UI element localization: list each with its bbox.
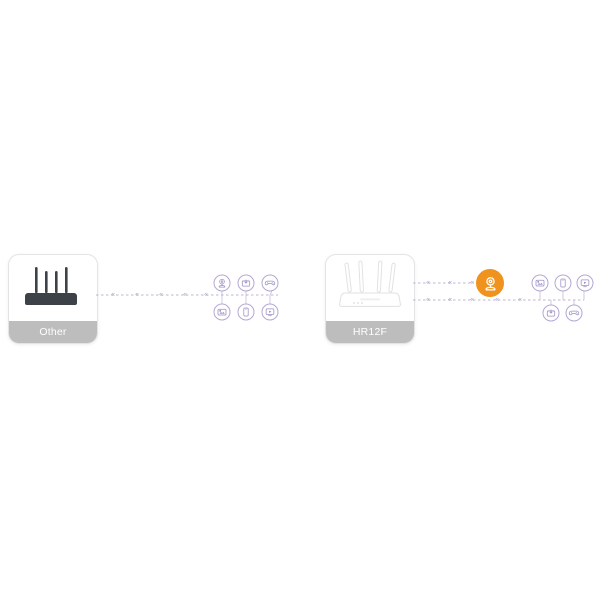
device-label-hr12f: HR12F	[326, 321, 414, 343]
camera-icon	[218, 278, 226, 288]
router-illustration-other	[9, 255, 97, 321]
flow-chevron: «	[447, 295, 453, 304]
nas-icon	[546, 309, 556, 317]
client-node-tv-box[interactable]	[576, 274, 594, 292]
flow-chevron: «	[447, 278, 453, 287]
client-node-set-top-box[interactable]	[261, 303, 279, 321]
client-node-ip-camera-selected[interactable]	[476, 269, 504, 297]
device-card-hr12f[interactable]: HR12F	[325, 254, 415, 344]
client-node-smartphone[interactable]	[554, 274, 572, 292]
gamepad-icon	[568, 310, 580, 316]
flow-chevron: «	[182, 290, 188, 299]
media-box-icon	[217, 308, 227, 316]
client-node-game-console[interactable]	[261, 274, 279, 292]
flow-chevron: «	[425, 278, 431, 287]
client-node-smartphone[interactable]	[237, 303, 255, 321]
flow-chevron: «	[425, 295, 431, 304]
client-node-media-player[interactable]	[213, 303, 231, 321]
device-card-other[interactable]: Other	[8, 254, 98, 344]
flow-chevron: «	[517, 295, 523, 304]
flow-chevron: «	[134, 290, 140, 299]
device-label-other: Other	[9, 321, 97, 343]
client-node-nas[interactable]	[237, 274, 255, 292]
media-box-icon	[535, 279, 545, 287]
flow-chevron: «	[203, 290, 209, 299]
flow-chevron: «	[469, 278, 475, 287]
tv-box-icon	[580, 279, 590, 288]
router-illustration-hr12f	[326, 255, 414, 321]
phone-icon	[243, 307, 249, 317]
client-node-ip-camera[interactable]	[213, 274, 231, 292]
camera-icon	[484, 276, 496, 291]
client-node-nas[interactable]	[542, 304, 560, 322]
gamepad-icon	[264, 280, 276, 286]
client-node-game-console[interactable]	[565, 304, 583, 322]
client-node-media-box[interactable]	[531, 274, 549, 292]
flow-chevron: «	[469, 295, 475, 304]
nas-icon	[241, 279, 251, 287]
flow-chevron: «	[158, 290, 164, 299]
flow-chevron: «	[494, 295, 500, 304]
tv-box-icon	[265, 308, 275, 317]
phone-icon	[560, 278, 566, 288]
flow-chevron: «	[110, 290, 116, 299]
